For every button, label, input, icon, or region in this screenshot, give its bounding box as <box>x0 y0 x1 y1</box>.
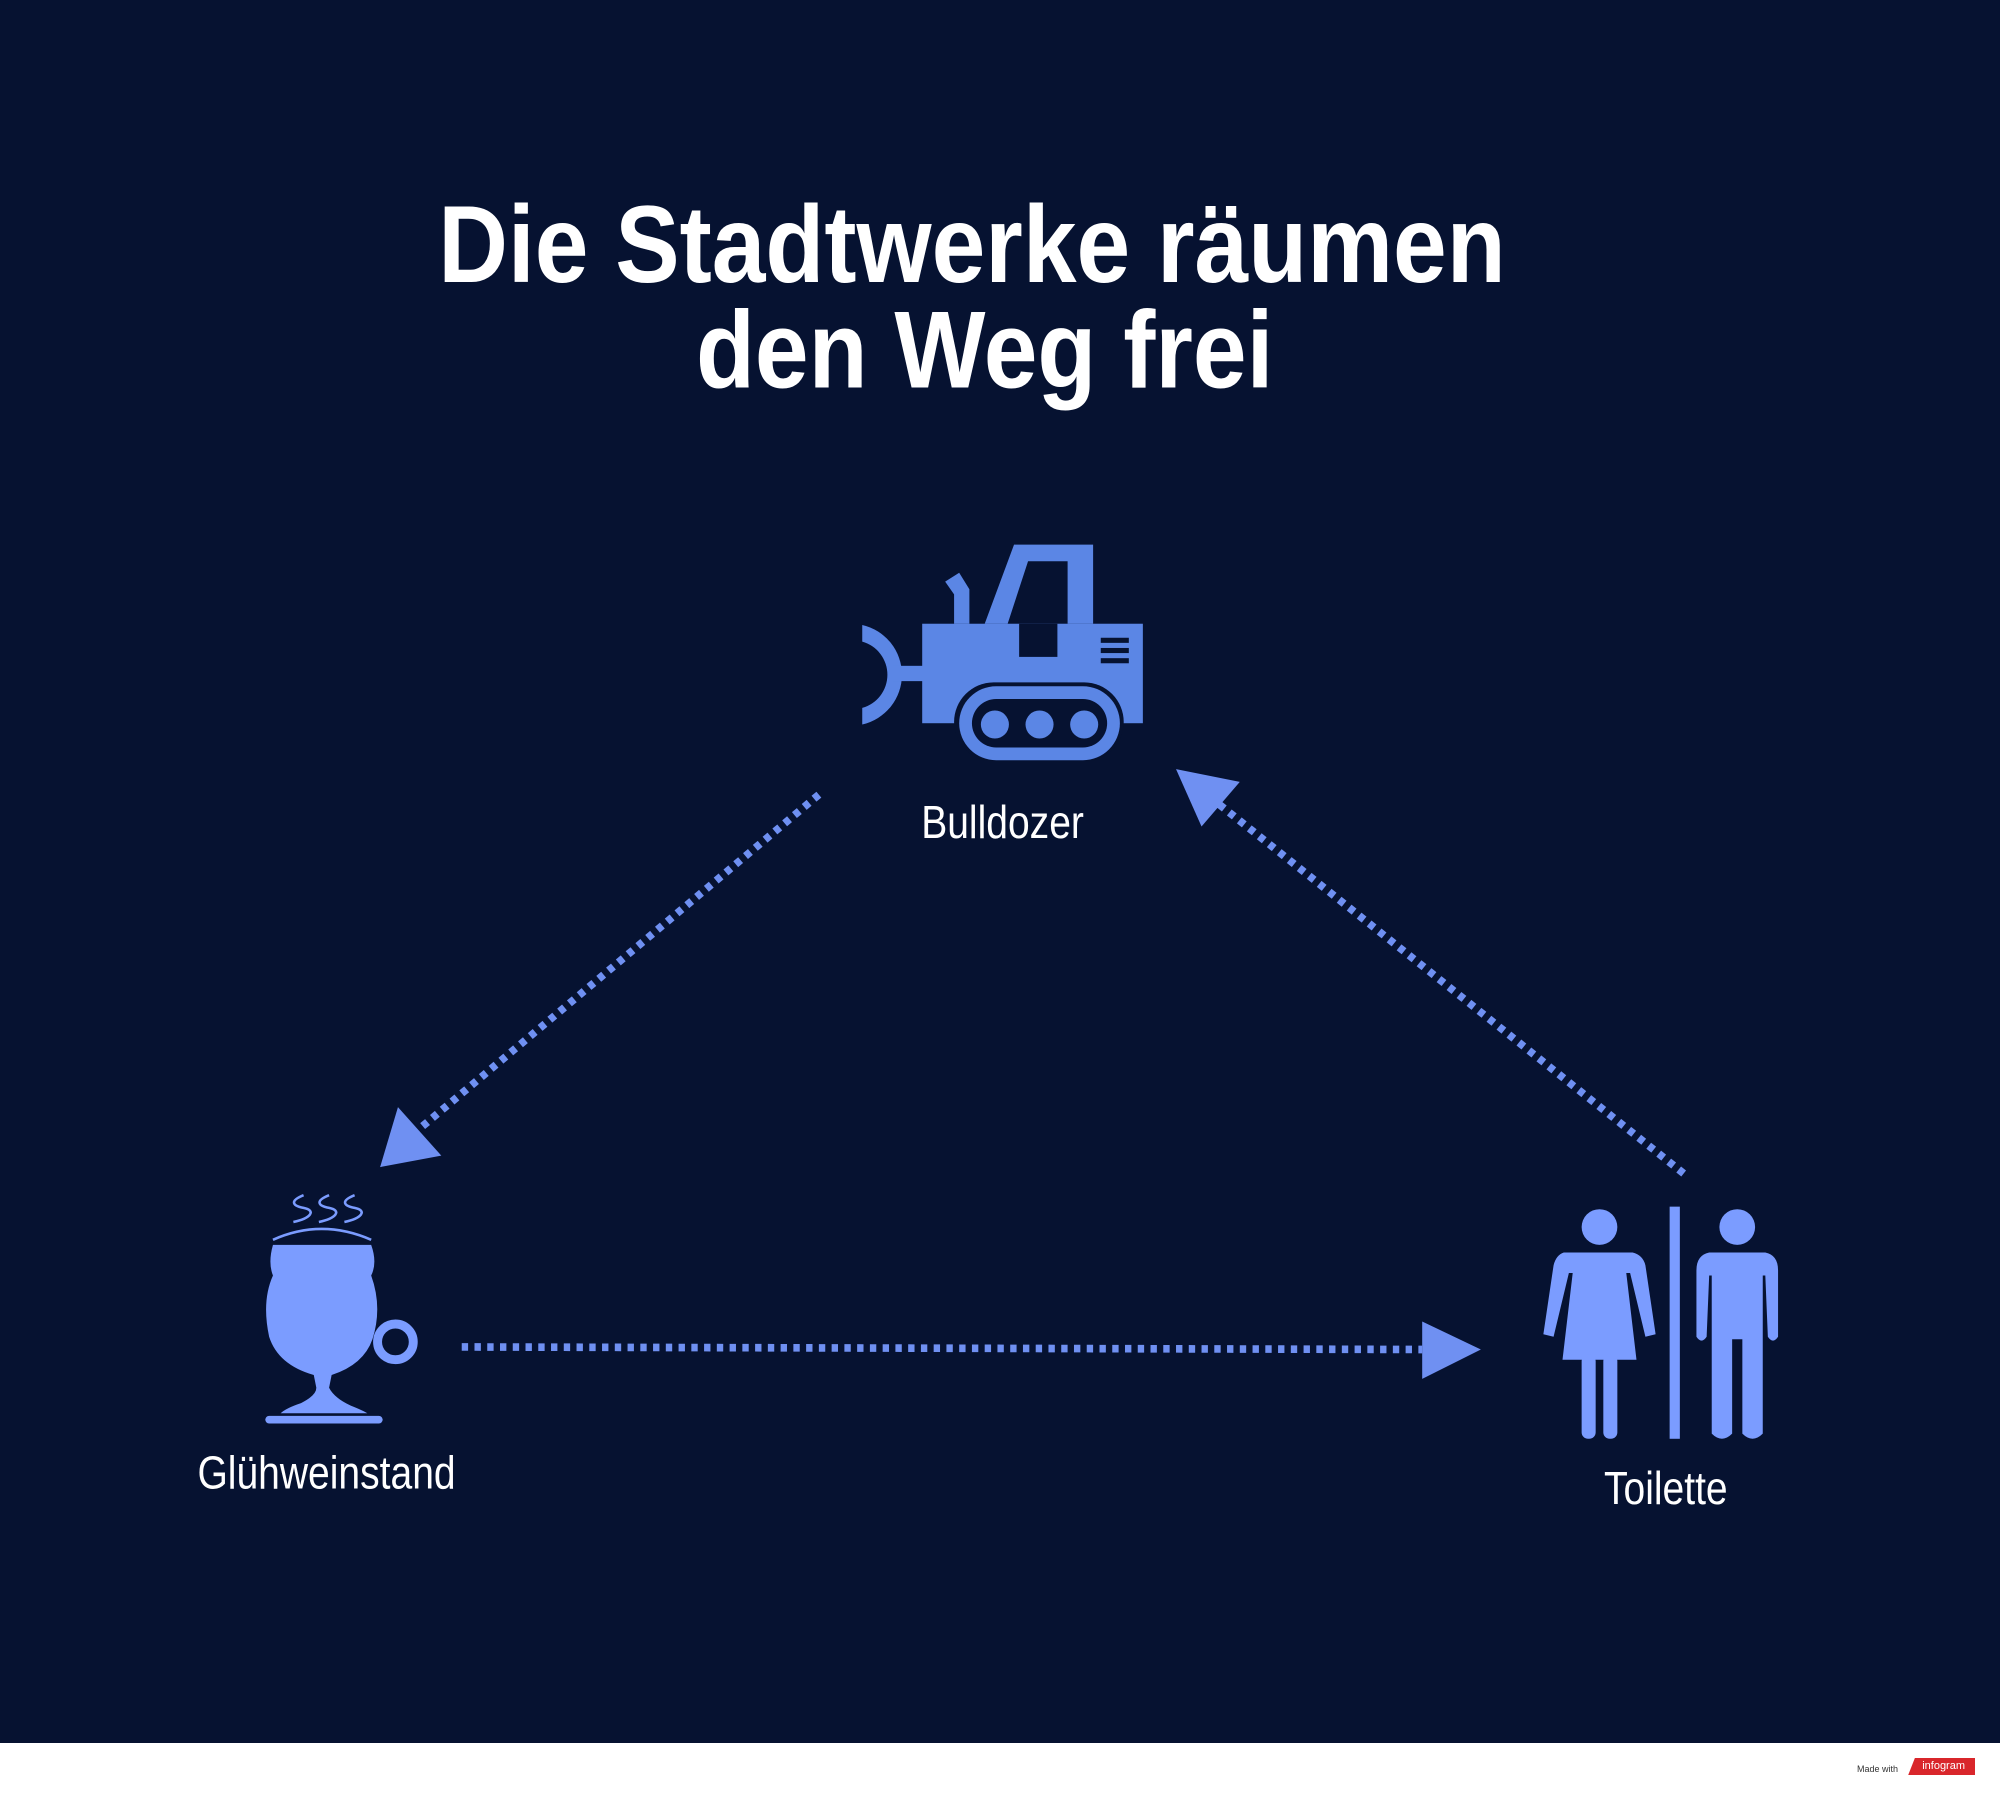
mulled-wine-cup-icon <box>265 1193 418 1424</box>
diagram-canvas: Die Stadtwerke räumen den Weg frei Bulld… <box>0 0 2000 1743</box>
title-line-2: den Weg frei <box>696 288 1273 411</box>
arrow-bulldozer-to-gluehwein <box>380 791 822 1168</box>
background <box>0 0 2000 1743</box>
made-with-text: Made with <box>1856 1764 1898 1774</box>
arrow-toilette-to-bulldozer <box>1176 769 1687 1177</box>
infogram-logo-link[interactable]: infogram <box>1908 1758 1975 1775</box>
gluehweinstand-label: Glühweinstand <box>197 1448 455 1500</box>
bulldozer-icon <box>862 544 1143 762</box>
footer: Made with infogram <box>0 1743 2000 1794</box>
bulldozer-label: Bulldozer <box>921 797 1084 849</box>
restroom-icon <box>1543 1206 1779 1439</box>
arrow-gluehwein-to-toilette <box>461 1321 1481 1379</box>
toilette-label: Toilette <box>1604 1463 1728 1515</box>
title-line-1: Die Stadtwerke räumen <box>438 182 1505 305</box>
